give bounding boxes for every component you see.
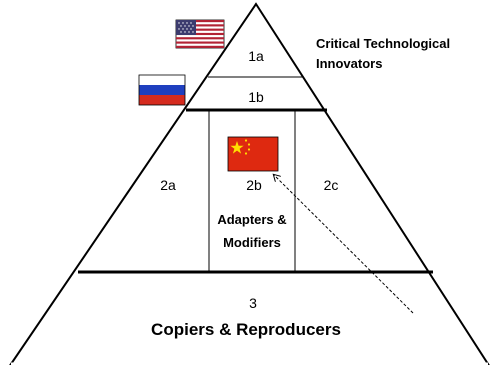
- adapters-label-line2: Modifiers: [223, 235, 281, 250]
- china-flag-icon: [227, 136, 279, 172]
- innovators-label-line2: Innovators: [316, 56, 382, 71]
- usa-flag-icon: [175, 19, 225, 49]
- tier-2c-label: 2c: [324, 177, 339, 193]
- tier-2b-label: 2b: [246, 177, 262, 193]
- migration-arrow: [274, 175, 414, 314]
- tier-2a-label: 2a: [160, 177, 176, 193]
- innovators-label-line1: Critical Technological: [316, 36, 450, 51]
- russia-flag-icon: [138, 74, 186, 106]
- tier-1a-label: 1a: [248, 48, 264, 64]
- tier-1b-label: 1b: [248, 89, 264, 105]
- adapters-label-line1: Adapters &: [217, 212, 286, 227]
- copiers-label: Copiers & Reproducers: [151, 320, 341, 339]
- tier-3-label: 3: [249, 295, 257, 311]
